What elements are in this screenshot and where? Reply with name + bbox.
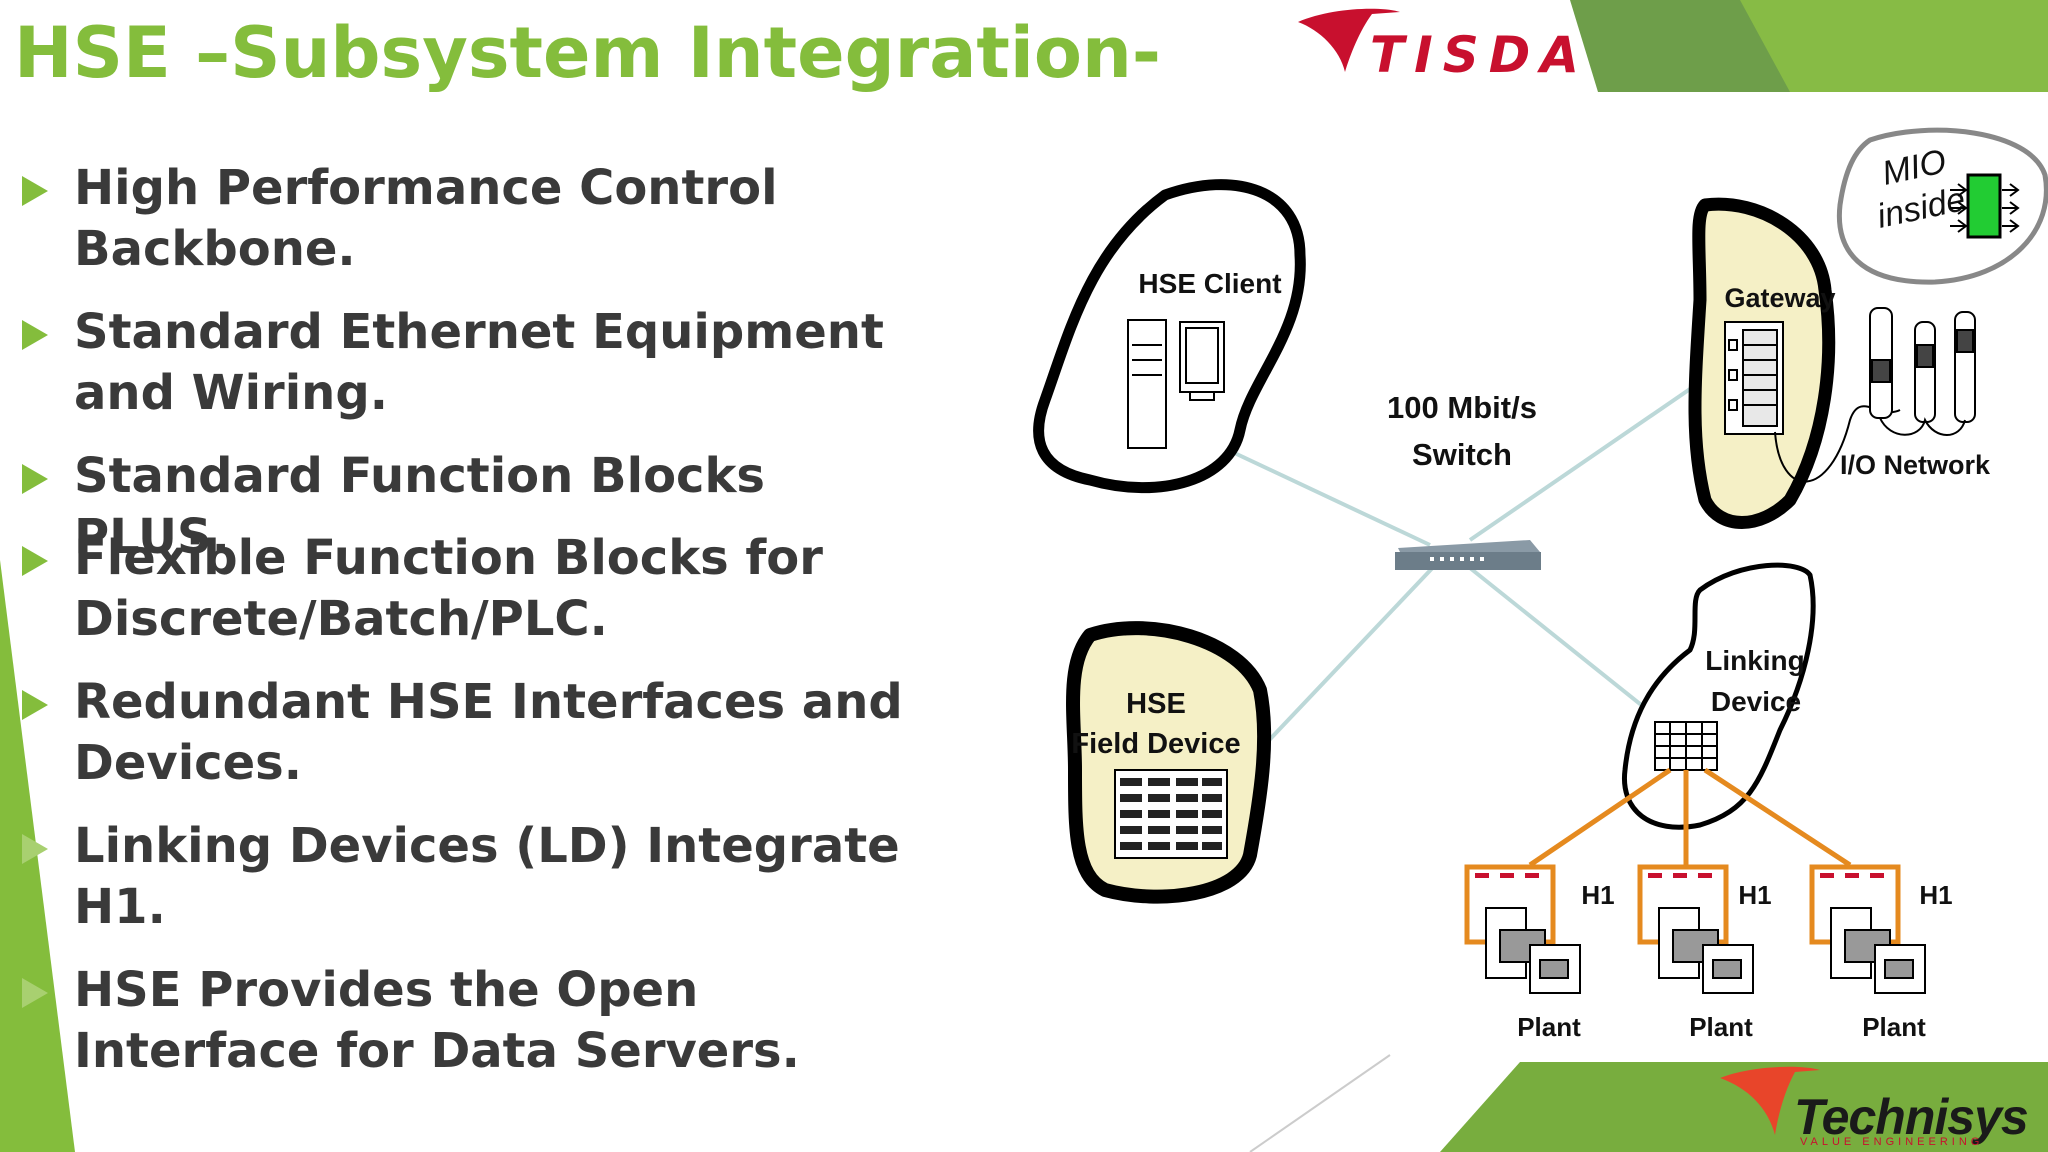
- tisda-logo-text: TISDA: [1370, 26, 1589, 84]
- field-device-rack-icon: [1114, 769, 1228, 859]
- mio-inside-circle: [1836, 127, 2048, 285]
- network-switch-icon: [1395, 540, 1541, 570]
- hse-client-cloud: [1033, 179, 1306, 494]
- switch-label-line1: 100 Mbit/s: [1387, 390, 1537, 425]
- plant-label: Plant: [1517, 1012, 1581, 1042]
- linking-device-label-line1: Linking: [1705, 645, 1805, 676]
- gateway-device-icon: [1724, 321, 1784, 435]
- h1-segment: H1 Plant: [1809, 864, 1953, 1042]
- bullet-arrow-icon: [22, 690, 48, 720]
- mio-chip-icon: [1966, 173, 2002, 239]
- h1-label: H1: [1919, 880, 1952, 910]
- bullet-text: Linking Devices (LD) Integrate H1.: [74, 818, 900, 935]
- link-switch-gateway: [1468, 363, 1727, 542]
- bullet-text: Standard Function Blocks PLUS.: [74, 448, 765, 565]
- linking-device-label-line2: Device: [1711, 686, 1801, 717]
- slide-title: HSE –Subsystem Integration-: [14, 12, 1161, 94]
- bullet-arrow-icon: [22, 320, 48, 350]
- io-network-label: I/O Network: [1840, 450, 1991, 480]
- plant-label: Plant: [1862, 1012, 1926, 1042]
- plant-label: Plant: [1689, 1012, 1753, 1042]
- mio-arrows-icon: [1950, 183, 2020, 233]
- hse-links: [1174, 363, 1727, 757]
- technisys-logo-swoosh: [1720, 1066, 1820, 1135]
- bullet-text: High Performance Control Backbone.: [74, 160, 778, 277]
- switch-label-line2: Switch: [1412, 437, 1512, 472]
- decor-thin-line: [1249, 1054, 1391, 1152]
- h1-label: H1: [1581, 880, 1614, 910]
- bullet-text: Standard Ethernet Equipment and Wiring.: [74, 304, 884, 421]
- gateway-label: Gateway: [1724, 283, 1835, 313]
- h1-links: [1528, 767, 1852, 868]
- hse-field-device-label-line2: Field Device: [1071, 728, 1240, 760]
- technisys-logo-text: Technisys: [1794, 1089, 2029, 1145]
- bullet-arrow-icon: [22, 176, 48, 206]
- top-right-light-band: [1740, 0, 2048, 92]
- hse-client-label: HSE Client: [1138, 268, 1281, 299]
- h1-link-right: [1703, 767, 1852, 868]
- h1-segment: H1 Plant: [1637, 864, 1772, 1042]
- bullet-arrow-icon: [22, 464, 48, 494]
- computer-icon: [1127, 319, 1225, 449]
- hse-field-device-label-line1: HSE: [1126, 688, 1186, 720]
- h1-link-left: [1528, 767, 1672, 868]
- link-switch-field: [1253, 558, 1442, 757]
- bullet-arrow-icon: [22, 978, 48, 1008]
- h1-label: H1: [1738, 880, 1771, 910]
- io-network-devices-icon: [1869, 307, 1976, 436]
- tisda-logo-swoosh: [1298, 8, 1400, 73]
- linking-device-icon: [1654, 721, 1718, 771]
- h1-segment: H1 Plant: [1464, 864, 1615, 1042]
- bullet-text: HSE Provides the Open Interface for Data…: [74, 962, 800, 1079]
- link-switch-linking: [1458, 558, 1662, 722]
- bottom-right-green-band: [1440, 1062, 2048, 1152]
- bullet-text: Redundant HSE Interfaces and Devices.: [74, 674, 903, 791]
- bullet-text: Flexible Function Blocks for Discrete/Ba…: [74, 530, 823, 647]
- bullet-arrow-icon: [22, 834, 48, 864]
- technisys-tagline: VALUE ENGINEERING: [1800, 1136, 1984, 1148]
- bullet-arrow-icon: [22, 546, 48, 576]
